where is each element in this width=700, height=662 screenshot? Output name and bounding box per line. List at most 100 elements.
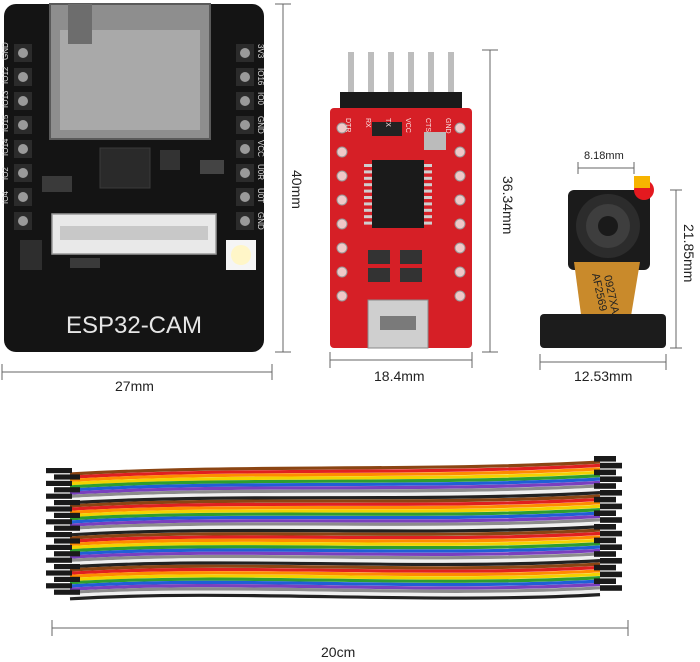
cable-dimension-line bbox=[51, 620, 629, 636]
esp32-pin-label: IO13 bbox=[1, 90, 10, 108]
esp32-dimension-lines bbox=[1, 3, 291, 380]
jumper-wire bbox=[69, 514, 601, 527]
ftdi-side-pad bbox=[336, 242, 348, 254]
jumper-connector bbox=[594, 578, 616, 584]
jumper-connector bbox=[600, 571, 622, 578]
jumper-connector bbox=[54, 487, 80, 493]
jumper-wire bbox=[69, 463, 601, 479]
jumper-wire bbox=[69, 460, 601, 476]
ftdi-width-label: 18.4mm bbox=[374, 368, 425, 384]
ftdi-pin-label: TX bbox=[384, 118, 391, 127]
esp32-height-label: 40mm bbox=[289, 170, 305, 209]
jumper-connector bbox=[600, 544, 622, 550]
ftdi-side-pad bbox=[454, 290, 466, 302]
jumper-connector bbox=[600, 476, 622, 482]
ftdi-side-pad bbox=[454, 194, 466, 206]
jumper-connector bbox=[594, 496, 616, 503]
ftdi-side-pad bbox=[454, 170, 466, 182]
jumper-wire bbox=[69, 474, 601, 489]
esp32-left-header bbox=[14, 44, 32, 230]
ftdi-height-label: 36.34mm bbox=[500, 176, 516, 235]
jumper-wire bbox=[69, 582, 601, 591]
ftdi-side-pad bbox=[336, 146, 348, 158]
ftdi-pin-label: GND bbox=[444, 118, 451, 134]
jumper-connector bbox=[600, 585, 622, 591]
jumper-connector bbox=[594, 524, 616, 530]
camera-width-label: 12.53mm bbox=[574, 368, 633, 384]
jumper-connector bbox=[46, 570, 72, 576]
jumper-wire bbox=[69, 579, 601, 588]
esp32-pin-label: IO2 bbox=[1, 167, 10, 180]
jumper-connector bbox=[54, 538, 80, 544]
jumper-connector bbox=[54, 576, 80, 582]
jumper-wire bbox=[69, 528, 601, 540]
jumper-connector bbox=[600, 530, 622, 537]
jumper-wire bbox=[69, 511, 601, 524]
ftdi-header-pin bbox=[428, 52, 434, 96]
jumper-wire bbox=[69, 494, 601, 508]
esp32-board-name: ESP32-CAM bbox=[66, 312, 202, 339]
jumper-wire bbox=[69, 501, 601, 514]
esp32-pin-label: GND bbox=[256, 116, 265, 134]
esp32-right-header bbox=[236, 44, 254, 230]
cable-length-label: 20cm bbox=[321, 644, 356, 660]
jumper-connector bbox=[594, 564, 616, 571]
ftdi-side-pad bbox=[454, 122, 466, 134]
jumper-connector bbox=[46, 506, 72, 512]
ftdi-dimension-lines bbox=[329, 49, 498, 368]
jumper-wire bbox=[69, 508, 601, 521]
jumper-connector bbox=[594, 456, 616, 462]
jumper-wire bbox=[69, 521, 601, 534]
ftdi-side-pad bbox=[336, 290, 348, 302]
jumper-connector bbox=[46, 468, 72, 474]
jumper-wire bbox=[69, 589, 601, 598]
ftdi-chip bbox=[372, 160, 424, 228]
esp32-pin-label: IO14 bbox=[1, 138, 10, 156]
esp32-pin-label: GND bbox=[256, 212, 265, 230]
ftdi-adapter-board bbox=[330, 52, 472, 349]
esp32-pin-label: GND bbox=[1, 42, 10, 60]
ftdi-pin-label: DTR bbox=[344, 118, 351, 132]
ftdi-header-pin bbox=[408, 52, 414, 96]
jumper-wire bbox=[69, 525, 601, 537]
jumper-connector bbox=[54, 525, 80, 531]
jumper-connector bbox=[46, 519, 72, 525]
esp32-pin-label: IO16 bbox=[256, 68, 265, 86]
jumper-wire bbox=[69, 576, 601, 585]
jumper-wire bbox=[69, 484, 601, 498]
jumper-connector bbox=[46, 532, 72, 538]
jumper-wire bbox=[69, 559, 601, 569]
ftdi-header-pin bbox=[448, 52, 454, 96]
ftdi-pin-label: VCC bbox=[404, 118, 411, 133]
jumper-wire bbox=[69, 586, 601, 594]
ftdi-side-pad bbox=[454, 218, 466, 230]
jumper-wire bbox=[69, 477, 601, 492]
esp32-pin-label: IO15 bbox=[1, 114, 10, 132]
jumper-connector bbox=[594, 483, 616, 489]
esp32-pin-label: 3V3 bbox=[256, 44, 265, 59]
camera-height-label: 21.85mm bbox=[681, 224, 697, 283]
ftdi-pin-label: RX bbox=[364, 118, 371, 128]
jumper-wire bbox=[69, 504, 601, 518]
jumper-connector bbox=[594, 551, 616, 557]
jumper-wire bbox=[69, 538, 601, 550]
ftdi-side-pad bbox=[454, 242, 466, 254]
jumper-wire bbox=[69, 545, 601, 556]
esp32-pin-label: IO4 bbox=[1, 191, 10, 204]
jumper-wire bbox=[69, 518, 601, 530]
jumper-connector bbox=[54, 474, 80, 480]
esp32-pin-label: VCC bbox=[256, 140, 265, 157]
jumper-wire bbox=[69, 552, 601, 562]
jumper-wire bbox=[69, 555, 601, 566]
ftdi-side-pad bbox=[336, 194, 348, 206]
jumper-wire bbox=[69, 572, 601, 582]
jumper-connector bbox=[46, 544, 72, 550]
jumper-wire bbox=[69, 487, 601, 502]
ftdi-side-pad bbox=[336, 170, 348, 182]
jumper-connector bbox=[46, 480, 72, 486]
jumper-wire bbox=[69, 562, 601, 572]
jumper-connector bbox=[46, 493, 72, 499]
jumper-connector bbox=[600, 517, 622, 523]
jumper-connector bbox=[600, 503, 622, 510]
